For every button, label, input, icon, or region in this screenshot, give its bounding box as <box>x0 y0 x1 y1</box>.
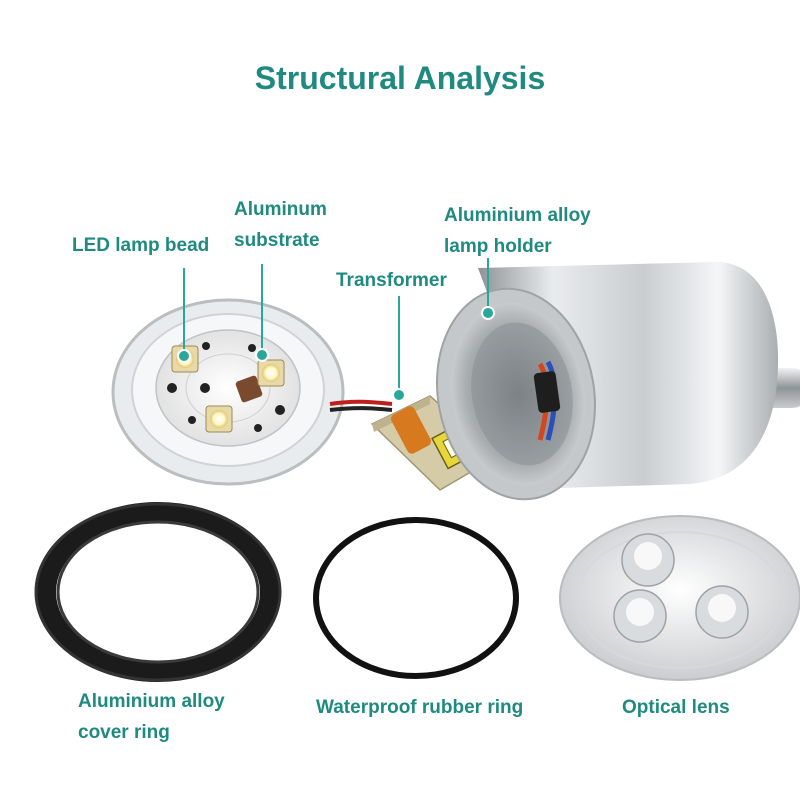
lamp-holder-cylinder <box>436 262 779 501</box>
pointer-dots <box>177 306 495 402</box>
label-aluminum-substrate-line-1: Aluminum <box>234 199 327 220</box>
optical-lens <box>559 515 800 681</box>
label-cover-ring: Aluminium alloy cover ring <box>78 686 225 748</box>
dot-aluminum-substrate <box>255 348 269 362</box>
label-lamp-holder: Aluminium alloy lamp holder <box>444 200 591 262</box>
page-title: Structural Analysis <box>254 60 546 96</box>
led-board <box>111 298 345 486</box>
label-led-lamp-bead: LED lamp bead <box>72 235 210 256</box>
pointer-lines <box>183 258 489 395</box>
dot-led-lamp-bead <box>177 349 191 363</box>
cover-ring <box>34 502 282 682</box>
label-transformer: Transformer <box>336 270 447 291</box>
label-cover-ring-line-1: Aluminium alloy <box>78 691 225 712</box>
label-lamp-holder-line-2: lamp holder <box>444 236 552 257</box>
dot-lamp-holder <box>481 306 495 320</box>
board-wires <box>329 399 393 412</box>
label-lamp-holder-line-1: Aluminium alloy <box>444 205 591 226</box>
label-aluminum-substrate-line-2: substrate <box>234 230 320 251</box>
label-cover-ring-line-2: cover ring <box>78 722 170 743</box>
label-optical-lens: Optical lens <box>622 697 730 718</box>
label-aluminum-substrate: Aluminum substrate <box>234 194 327 256</box>
dot-transformer <box>392 388 406 402</box>
rubber-ring <box>313 517 519 679</box>
label-rubber-ring: Waterproof rubber ring <box>316 697 524 718</box>
